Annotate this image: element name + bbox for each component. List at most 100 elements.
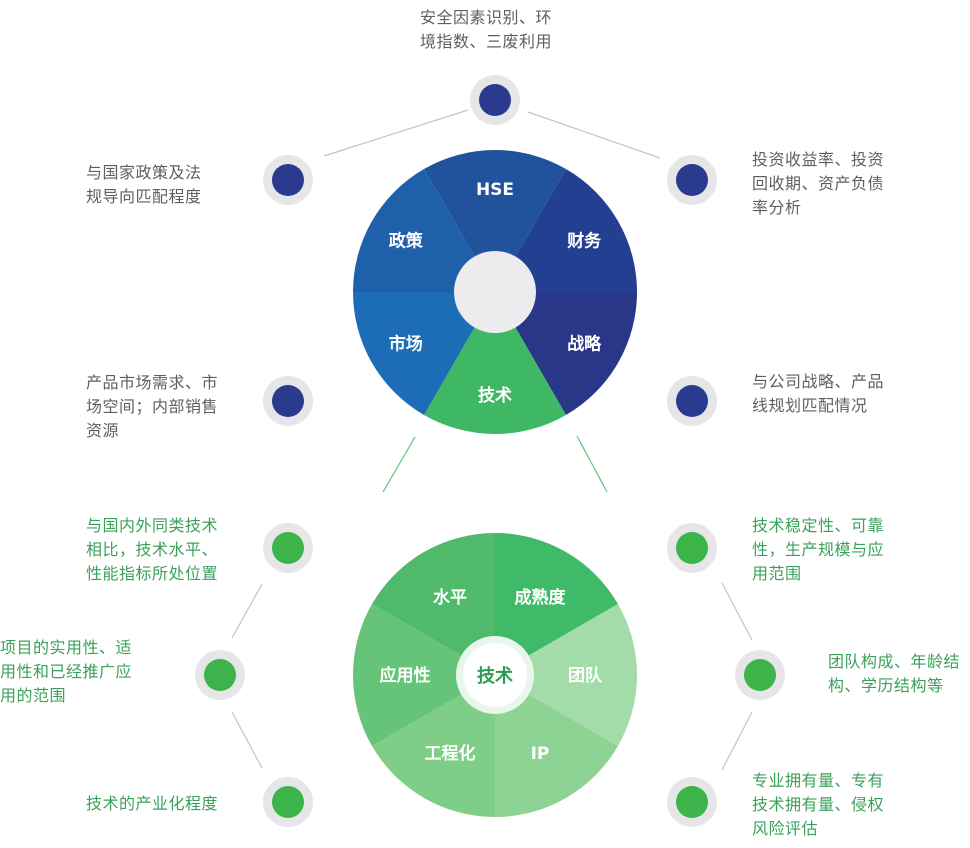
marker-dot xyxy=(479,84,511,116)
connector-line xyxy=(231,583,263,639)
marker-market xyxy=(263,376,313,426)
top-wheel-hub xyxy=(454,251,536,333)
annotation-applicability: 项目的实用性、适 用性和已经推广应 用的范围 xyxy=(0,636,170,708)
annotation-line: 相比，技术水平、 xyxy=(86,540,219,559)
bottom-segment-level xyxy=(372,533,495,675)
marker-ip xyxy=(667,777,717,827)
top-segment-strategy xyxy=(495,292,637,415)
annotation-line: 性，生产规模与应 xyxy=(752,540,885,559)
top-segment-tech xyxy=(424,292,566,435)
bottom-segment-label-applicability: 应用性 xyxy=(380,665,431,686)
marker-dot xyxy=(676,532,708,564)
marker-applicability xyxy=(195,650,245,700)
connector-lines xyxy=(231,109,753,771)
connector-line xyxy=(382,436,416,493)
annotation-line: 场空间；内部销售 xyxy=(86,397,219,416)
top-segment-label-hse: HSE xyxy=(476,180,514,200)
annotation-line: 规导向匹配程度 xyxy=(86,187,202,206)
annotation-line: 技术的产业化程度 xyxy=(86,794,219,813)
annotation-ip: 专业拥有量、专有 技术拥有量、侵权 风险评估 xyxy=(752,769,922,841)
annotation-policy: 与国家政策及法 规导向匹配程度 xyxy=(86,161,246,209)
marker-team xyxy=(735,650,785,700)
annotation-line: 回收期、资产负债 xyxy=(752,174,885,193)
top-segment-label-policy: 政策 xyxy=(389,231,424,252)
annotation-line: 技术稳定性、可靠 xyxy=(752,516,885,535)
top-segment-label-market: 市场 xyxy=(389,334,423,355)
annotation-line: 用性和已经推广应 xyxy=(0,662,133,681)
annotation-line: 专业拥有量、专有 xyxy=(752,771,885,790)
top-segment-label-finance: 财务 xyxy=(566,231,602,252)
annotation-line: 技术拥有量、侵权 xyxy=(752,795,885,814)
annotation-engineering: 技术的产业化程度 xyxy=(86,792,256,816)
connector-line xyxy=(721,582,753,641)
marker-dot xyxy=(272,164,304,196)
marker-hse xyxy=(470,75,520,125)
markers xyxy=(195,75,785,827)
bottom-segment-label-ip: IP xyxy=(531,744,550,764)
annotation-line: 性能指标所处位置 xyxy=(86,564,219,583)
bottom-segment-applicability xyxy=(352,604,495,746)
connector-line xyxy=(527,111,661,159)
annotation-line: 风险评估 xyxy=(752,819,819,838)
marker-dot xyxy=(676,786,708,818)
bottom-segment-engineering xyxy=(372,675,495,817)
top-segment-label-strategy: 战略 xyxy=(567,334,602,355)
top-segment-finance xyxy=(495,169,637,292)
marker-policy xyxy=(263,155,313,205)
marker-finance xyxy=(667,155,717,205)
annotation-line: 用范围 xyxy=(752,564,802,583)
annotation-finance: 投资收益率、投资 回收期、资产负债 率分析 xyxy=(752,148,922,220)
annotation-hse: 安全因素识别、环 境指数、三废利用 xyxy=(420,6,580,54)
top-segment-market xyxy=(353,292,495,415)
annotation-line: 与公司战略、产品 xyxy=(752,372,885,391)
annotation-line: 团队构成、年龄结 xyxy=(828,652,961,671)
annotation-line: 用的范围 xyxy=(0,686,67,705)
marker-dot xyxy=(272,532,304,564)
annotation-level: 与国内外同类技术 相比，技术水平、 性能指标所处位置 xyxy=(86,514,256,586)
marker-maturity xyxy=(667,523,717,573)
connector-line xyxy=(576,435,608,493)
marker-dot xyxy=(204,659,236,691)
bottom-wheel-center-label: 技术 xyxy=(477,665,513,687)
connector-line xyxy=(721,711,753,771)
connector-line xyxy=(231,711,263,769)
marker-strategy xyxy=(667,376,717,426)
annotation-line: 资源 xyxy=(86,421,120,440)
annotation-team: 团队构成、年龄结 构、学历结构等 xyxy=(828,650,970,698)
annotation-line: 率分析 xyxy=(752,198,802,217)
annotation-market: 产品市场需求、市 场空间；内部销售 资源 xyxy=(86,371,256,443)
bottom-segment-team xyxy=(495,604,638,746)
bottom-segment-label-engineering: 工程化 xyxy=(425,743,476,764)
annotation-line: 投资收益率、投资 xyxy=(752,150,885,169)
bottom-wheel-hub xyxy=(463,643,527,707)
marker-engineering xyxy=(263,777,313,827)
bottom-segment-maturity xyxy=(495,533,618,675)
annotation-strategy: 与公司战略、产品 线规划匹配情况 xyxy=(752,370,922,418)
annotation-line: 构、学历结构等 xyxy=(828,676,944,695)
annotation-line: 线规划匹配情况 xyxy=(752,396,868,415)
annotation-line: 产品市场需求、市 xyxy=(86,373,219,392)
annotation-line: 安全因素识别、环 xyxy=(420,8,553,27)
marker-dot xyxy=(272,786,304,818)
connector-line xyxy=(323,109,469,157)
marker-dot xyxy=(676,164,708,196)
bottom-segment-label-team: 团队 xyxy=(568,665,603,686)
marker-dot xyxy=(676,385,708,417)
top-segment-hse xyxy=(424,149,566,292)
marker-dot xyxy=(272,385,304,417)
annotation-line: 与国内外同类技术 xyxy=(86,516,219,535)
top-segment-policy xyxy=(353,169,495,292)
bottom-segment-label-level: 水平 xyxy=(433,587,467,608)
bottom-segment-label-maturity: 成熟度 xyxy=(515,587,567,608)
annotation-line: 项目的实用性、适 xyxy=(0,638,133,657)
annotation-maturity: 技术稳定性、可靠 性，生产规模与应 用范围 xyxy=(752,514,922,586)
annotation-line: 与国家政策及法 xyxy=(86,163,202,182)
bottom-segment-ip xyxy=(495,675,618,817)
annotation-line: 境指数、三废利用 xyxy=(420,32,553,51)
top-segment-label-tech: 技术 xyxy=(478,385,512,406)
marker-level xyxy=(263,523,313,573)
